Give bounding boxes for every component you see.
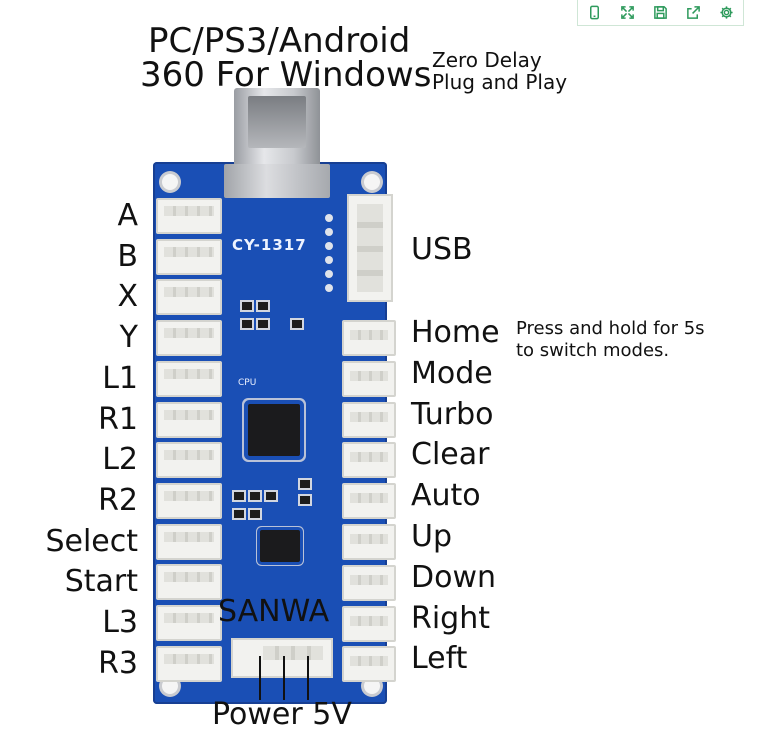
smd-component — [248, 508, 262, 520]
usb-label: USB — [411, 232, 473, 267]
smd-component — [248, 490, 262, 502]
button-connector — [156, 238, 222, 275]
left-label-start: Start — [64, 564, 138, 600]
function-connector — [342, 401, 396, 438]
smd-component — [232, 508, 246, 520]
left-label-l1: L1 — [102, 360, 138, 396]
function-connector — [342, 524, 396, 560]
button-connector — [156, 401, 222, 438]
plug-and-play-note: Plug and Play — [432, 70, 568, 94]
right-label-up: Up — [411, 519, 453, 554]
home-note-line2: to switch modes. — [516, 340, 670, 361]
left-label-r2: R2 — [98, 482, 138, 518]
button-connector — [156, 360, 222, 397]
button-connector — [156, 523, 222, 560]
settings-button[interactable] — [716, 2, 738, 24]
save-icon — [654, 6, 667, 19]
power-leader-line — [259, 656, 261, 700]
right-label-clear: Clear — [411, 437, 490, 473]
usb-b-port — [224, 88, 330, 198]
button-connector — [156, 279, 222, 316]
regulator-chip — [260, 530, 300, 562]
share-icon — [687, 6, 700, 19]
smd-component — [232, 490, 246, 502]
right-label-left: Left — [411, 641, 468, 677]
test-pad — [325, 284, 333, 292]
button-connector — [156, 442, 222, 479]
zero-delay-note: Zero Delay — [432, 48, 542, 72]
function-connector — [342, 483, 396, 520]
test-pad — [325, 228, 333, 236]
smd-component — [264, 490, 278, 502]
smd-component — [298, 494, 312, 506]
test-pad — [325, 270, 333, 278]
left-label-l2: L2 — [102, 442, 138, 478]
gear-icon — [720, 6, 733, 19]
mounting-hole — [162, 174, 178, 190]
smd-component — [298, 478, 312, 490]
left-label-x: X — [117, 279, 138, 315]
power-label: Power 5V — [212, 697, 352, 732]
function-connector — [342, 646, 396, 683]
function-connector — [342, 564, 396, 601]
right-label-mode: Mode — [411, 355, 493, 391]
compat-title-line1: PC/PS3/Android — [148, 21, 411, 61]
left-label-l3: L3 — [102, 605, 138, 640]
left-label-r3: R3 — [98, 645, 138, 681]
fullscreen-button[interactable] — [617, 2, 639, 24]
left-label-select: Select — [45, 523, 138, 559]
test-pad — [325, 214, 333, 222]
right-label-auto: Auto — [411, 478, 481, 514]
usb-header-connector — [347, 194, 393, 302]
compat-title-line2: 360 For Windows — [140, 55, 432, 95]
mounting-hole — [364, 174, 380, 190]
smd-component — [290, 318, 304, 330]
sanwa-label: SANWA — [218, 594, 330, 629]
left-label-b: B — [117, 238, 138, 274]
smd-component — [256, 300, 270, 312]
image-toolbar — [577, 0, 744, 26]
cpu-silkscreen-label: CPU — [238, 378, 257, 388]
power-leader-line — [307, 656, 309, 700]
function-connector — [342, 360, 396, 397]
share-button[interactable] — [683, 2, 705, 24]
power-leader-line — [283, 656, 285, 700]
button-connector — [156, 605, 222, 641]
right-label-right: Right — [411, 600, 490, 636]
test-pad — [325, 256, 333, 264]
button-connector — [156, 645, 222, 682]
board-model-label: CY-1317 — [232, 236, 307, 254]
left-label-r1: R1 — [98, 401, 138, 437]
mounting-hole — [162, 678, 178, 694]
right-label-down: Down — [411, 559, 497, 595]
test-pad — [325, 242, 333, 250]
home-note-line1: Press and hold for 5s — [516, 318, 705, 339]
function-connector — [342, 442, 396, 479]
left-label-a: A — [117, 198, 138, 233]
save-button[interactable] — [650, 2, 672, 24]
left-label-y: Y — [119, 320, 138, 356]
cpu-chip — [248, 404, 300, 456]
function-connector — [342, 320, 396, 356]
smd-component — [240, 300, 254, 312]
button-connector — [156, 198, 222, 234]
right-label-home: Home — [411, 315, 500, 350]
button-connector — [156, 564, 222, 601]
button-connector — [156, 482, 222, 519]
function-connector — [342, 605, 396, 642]
phone-view-button[interactable] — [584, 2, 606, 24]
phone-icon — [590, 5, 599, 20]
smd-component — [240, 318, 254, 330]
power-header-connector — [231, 638, 333, 678]
smd-component — [256, 318, 270, 330]
button-connector — [156, 320, 222, 357]
right-label-turbo: Turbo — [411, 396, 494, 432]
expand-icon — [621, 6, 634, 19]
